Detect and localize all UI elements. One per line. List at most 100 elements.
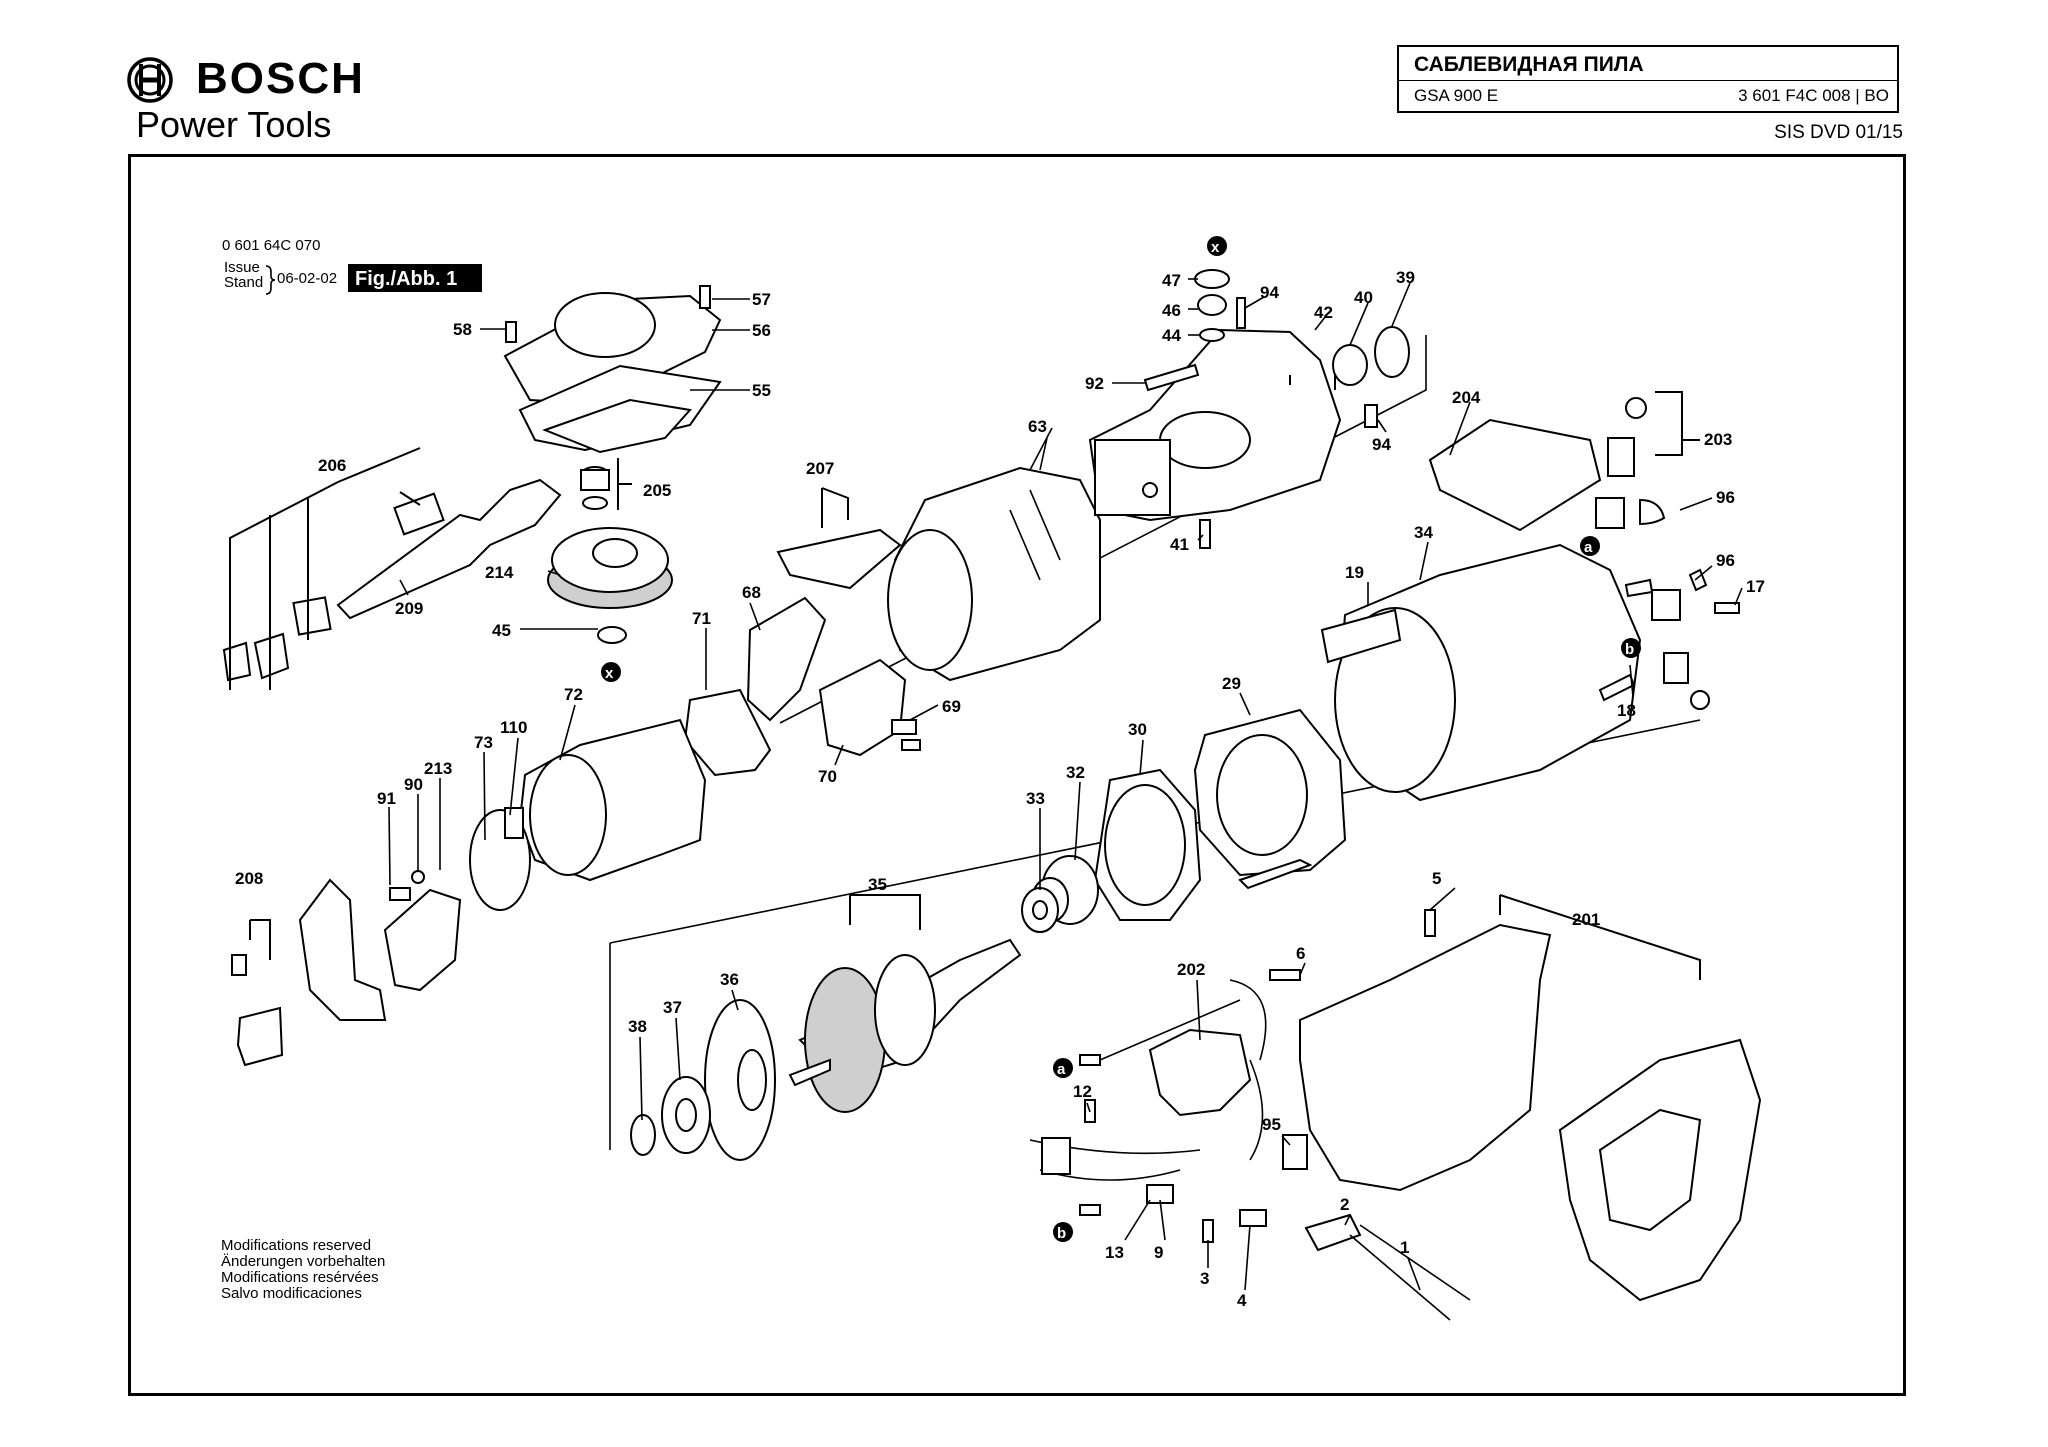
ref-marker-x-left: x — [601, 662, 621, 682]
part-label-45: 45 — [492, 621, 511, 640]
part-label-9: 9 — [1154, 1243, 1163, 1262]
issue-brace — [265, 265, 276, 295]
bracket-35 — [849, 894, 921, 930]
svg-text:a: a — [1057, 1061, 1066, 1078]
part-label-44: 44 — [1162, 326, 1181, 345]
plunger-assembly — [222, 466, 673, 682]
part-label-40: 40 — [1354, 288, 1373, 307]
svg-text:x: x — [1211, 239, 1220, 256]
part-label-12: 12 — [1073, 1082, 1092, 1101]
fig-label: Fig./Abb. 1 — [355, 268, 457, 290]
part-label-55: 55 — [752, 381, 771, 400]
part-label-30: 30 — [1128, 720, 1147, 739]
armature-35 — [788, 938, 1022, 1113]
part-label-2: 2 — [1340, 1195, 1349, 1214]
part-number: 3 601 F4C 008 | BO — [1738, 86, 1889, 105]
bracket-203 — [1655, 391, 1700, 456]
part-label-39: 39 — [1396, 268, 1415, 287]
part-label-205: 205 — [643, 481, 671, 500]
part-label-208: 208 — [235, 869, 263, 888]
leader-lines — [388, 278, 1743, 1291]
bosch-armature-icon — [127, 57, 173, 103]
part-label-1: 1 — [1400, 1238, 1409, 1257]
part-label-71: 71 — [692, 609, 711, 628]
part-label-6: 6 — [1296, 944, 1305, 963]
part-label-19: 19 — [1345, 563, 1364, 582]
ref-marker-b-lower: b — [1053, 1222, 1073, 1242]
part-label-37: 37 — [663, 998, 682, 1017]
part-label-94-bottom: 94 — [1372, 435, 1391, 454]
part-label-4: 4 — [1237, 1291, 1247, 1310]
part-label-92: 92 — [1085, 374, 1104, 393]
part-label-18: 18 — [1617, 701, 1636, 720]
part-label-32: 32 — [1066, 763, 1085, 782]
bracket-208 — [249, 919, 271, 960]
gear-housing-63 — [887, 466, 1101, 682]
part-label-204: 204 — [1452, 388, 1481, 407]
doc-number: 0 601 64C 070 — [222, 237, 320, 254]
ref-marker-a-upper: a — [1580, 536, 1600, 556]
part-label-96-top: 96 — [1716, 488, 1735, 507]
title-divider — [1399, 80, 1897, 81]
title-block: САБЛЕВИДНАЯ ПИЛА GSA 900 E 3 601 F4C 008… — [1397, 45, 1899, 113]
part-label-41: 41 — [1170, 535, 1189, 554]
svg-text:b: b — [1057, 1225, 1066, 1242]
bosch-logo: BOSCH Power Tools — [126, 52, 386, 152]
part-label-68: 68 — [742, 583, 761, 602]
part-label-69: 69 — [942, 697, 961, 716]
part-label-29: 29 — [1222, 674, 1241, 693]
ref-marker-x-top: x — [1207, 236, 1227, 256]
svg-text:Salvo modificaciones: Salvo modificaciones — [221, 1285, 362, 1302]
fig-label-box — [348, 264, 482, 292]
modification-notes: Modifications reserved Änderungen vorbeh… — [221, 1237, 385, 1302]
part-labels: 57 56 55 58 206 205 214 209 45 207 63 47… — [235, 268, 1765, 1310]
part-label-110: 110 — [500, 718, 527, 737]
ref-marker-a-lower: a — [1053, 1058, 1073, 1078]
part-label-207: 207 — [806, 459, 834, 478]
brand-name: BOSCH — [196, 54, 365, 103]
part-label-72: 72 — [564, 685, 583, 704]
drawing-frame — [128, 154, 1906, 1396]
part-label-63: 63 — [1028, 417, 1047, 436]
document-code: SIS DVD 01/15 — [1774, 122, 1903, 143]
sleeve-parts — [683, 528, 921, 777]
part-label-13: 13 — [1105, 1243, 1124, 1262]
svg-text:b: b — [1625, 641, 1634, 658]
part-label-203: 203 — [1704, 430, 1732, 449]
part-label-47: 47 — [1162, 271, 1181, 290]
part-label-206: 206 — [318, 456, 346, 475]
part-label-38: 38 — [628, 1017, 647, 1036]
svg-text:Änderungen vorbehalten: Änderungen vorbehalten — [221, 1253, 385, 1270]
part-label-36: 36 — [720, 970, 739, 989]
part-label-42: 42 — [1314, 303, 1333, 322]
handle-housing-201 — [1269, 909, 1762, 1302]
part-label-46: 46 — [1162, 301, 1181, 320]
ref-marker-b-upper: b — [1621, 638, 1641, 658]
front-guard-parts — [231, 718, 707, 1067]
issue-date: 06-02-02 — [277, 270, 337, 287]
switch-and-cord — [1029, 979, 1471, 1321]
part-label-33: 33 — [1026, 789, 1045, 808]
part-label-56: 56 — [752, 321, 771, 340]
part-label-17: 17 — [1746, 577, 1765, 596]
part-label-202: 202 — [1177, 960, 1205, 979]
svg-text:Modifications resérvées: Modifications resérvées — [221, 1269, 379, 1286]
part-label-94-top: 94 — [1260, 283, 1279, 302]
model-name: GSA 900 E — [1414, 86, 1499, 105]
part-label-73: 73 — [474, 733, 493, 752]
part-label-70: 70 — [818, 767, 837, 786]
part-label-201: 201 — [1572, 910, 1600, 929]
svg-text:x: x — [605, 665, 614, 682]
part-label-5: 5 — [1432, 869, 1441, 888]
brush-parts — [1428, 397, 1740, 710]
part-label-35: 35 — [868, 875, 887, 894]
stand-label: Stand — [224, 274, 263, 291]
cover-plate-assembly — [503, 285, 722, 454]
part-label-34: 34 — [1414, 523, 1433, 542]
product-title: САБЛЕВИДНАЯ ПИЛА — [1414, 53, 1644, 76]
part-label-90: 90 — [404, 775, 423, 794]
brand-subtitle: Power Tools — [136, 104, 332, 145]
part-label-214: 214 — [485, 563, 514, 582]
part-label-213: 213 — [424, 759, 452, 778]
